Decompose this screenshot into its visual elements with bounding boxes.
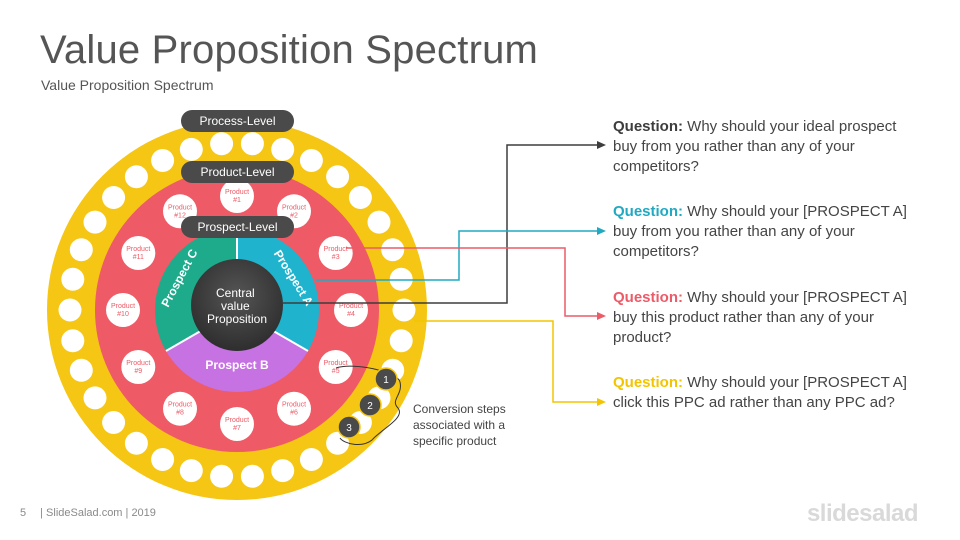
step-1-label: 1 — [383, 375, 389, 386]
product-circle — [220, 407, 254, 441]
outer-ring-dot — [326, 165, 350, 189]
step-1-badge — [374, 367, 398, 391]
prospect-level-pill — [181, 216, 294, 238]
product-circle — [334, 293, 368, 327]
slide-title: Value Proposition Spectrum — [40, 28, 539, 72]
question-text: Why should your [PROSPECT A] buy this pr… — [613, 289, 907, 346]
connector-central-arrow — [597, 141, 606, 149]
outer-ring-dot — [61, 329, 85, 353]
outer-ring-dot — [102, 186, 126, 209]
product-circle — [121, 350, 156, 384]
product-label: Product#9 — [126, 360, 150, 375]
outer-ring-dot — [392, 298, 416, 322]
outer-ring-dot — [69, 238, 93, 262]
outer-ring-dot — [210, 464, 234, 488]
question-label: Question: — [613, 289, 683, 306]
outer-ring-dot — [83, 210, 107, 234]
question-central: Question: Why should your ideal prospect… — [613, 117, 923, 177]
outer-ring-dot — [58, 298, 82, 322]
process-level-label: Process-Level — [199, 114, 275, 128]
outer-ring-dot — [102, 411, 126, 434]
product-label: Product#8 — [168, 402, 192, 417]
product-level-label: Product-Level — [200, 165, 274, 179]
product-label: Product#4 — [339, 303, 363, 318]
product-level-pill — [181, 161, 294, 183]
connector-product — [346, 247, 598, 317]
question-text: Why should your [PROSPECT A] click this … — [613, 374, 907, 411]
product-label: Product#5 — [324, 360, 348, 375]
prospect-level-label: Prospect-Level — [197, 220, 277, 234]
question-label: Question: — [613, 203, 683, 220]
outer-ring-dot — [299, 448, 323, 471]
product-label: Product#11 — [126, 246, 150, 261]
outer-ring-dot — [389, 329, 413, 353]
central-value-label: Central value Proposition — [207, 286, 267, 326]
product-label: Product#2 — [282, 204, 306, 219]
footer: 5 | SlideSalad.com | 2019 — [20, 507, 156, 519]
product-label: Product#10 — [111, 303, 135, 318]
product-circle — [318, 236, 353, 270]
question-prospect: Question: Why should your [PROSPECT A] b… — [613, 202, 923, 262]
outer-ring-dot — [61, 267, 85, 291]
outer-ring-dot — [151, 448, 175, 471]
step-2-label: 2 — [367, 401, 373, 412]
connector-central — [283, 144, 598, 304]
question-label: Question: — [613, 118, 683, 135]
connector-prospect-a-arrow — [597, 227, 606, 235]
question-text: Why should your [PROSPECT A] buy from yo… — [613, 203, 907, 260]
outer-ring-dot — [367, 210, 391, 234]
prospect-b-label: Prospect B — [205, 358, 269, 372]
connector-prospect-a — [316, 230, 598, 281]
product-label: Product#7 — [225, 417, 249, 432]
outer-ring-dot — [381, 238, 405, 262]
product-circle — [318, 350, 353, 384]
outer-ring-dot — [240, 132, 264, 156]
outer-ring-dot — [124, 165, 148, 189]
product-label: Product#6 — [282, 402, 306, 417]
question-text: Why should your ideal prospect buy from … — [613, 118, 897, 175]
central-value-circle — [191, 259, 283, 351]
outer-ring-dot — [69, 358, 93, 382]
product-circle — [106, 293, 140, 327]
product-label: Product#3 — [324, 246, 348, 261]
page-number: 5 — [20, 507, 27, 519]
connector-process — [414, 320, 598, 403]
footer-credit: | SlideSalad.com | 2019 — [40, 507, 156, 519]
question-process: Question: Why should your [PROSPECT A] c… — [613, 373, 923, 413]
outer-ring-dot — [348, 186, 372, 209]
outer-ring-dot — [271, 137, 295, 161]
outer-ring-dot — [240, 464, 264, 488]
outer-ring-dot — [151, 149, 175, 172]
product-circle — [163, 391, 197, 426]
product-label: Product#12 — [168, 204, 192, 219]
outer-ring-dot — [124, 431, 148, 455]
connector-product-arrow — [597, 312, 606, 320]
outer-ring-dot — [179, 459, 203, 483]
brand-logo: slidesalad — [806, 500, 919, 527]
product-circle — [121, 236, 156, 270]
outer-ring-dot — [271, 459, 295, 483]
product-circle — [277, 391, 311, 426]
outer-ring-dot — [83, 386, 107, 410]
outer-ring-dot — [299, 149, 323, 172]
question-product: Question: Why should your [PROSPECT A] b… — [613, 288, 923, 348]
process-level-pill — [181, 110, 294, 132]
product-label: Product#1 — [225, 189, 249, 204]
step-3-label: 3 — [346, 423, 352, 434]
step-3-badge — [337, 415, 361, 439]
outer-ring-dot — [326, 431, 350, 455]
outer-ring-dot — [210, 132, 234, 156]
step-2-badge — [358, 393, 382, 417]
conversion-steps-note: Conversion steps associated with a speci… — [413, 402, 506, 448]
connector-process-arrow — [597, 398, 606, 406]
slide-subtitle: Value Proposition Spectrum — [41, 77, 214, 93]
outer-dot-group — [58, 132, 416, 488]
question-label: Question: — [613, 374, 683, 391]
product-circle — [220, 179, 254, 213]
outer-ring-dot — [179, 137, 203, 161]
